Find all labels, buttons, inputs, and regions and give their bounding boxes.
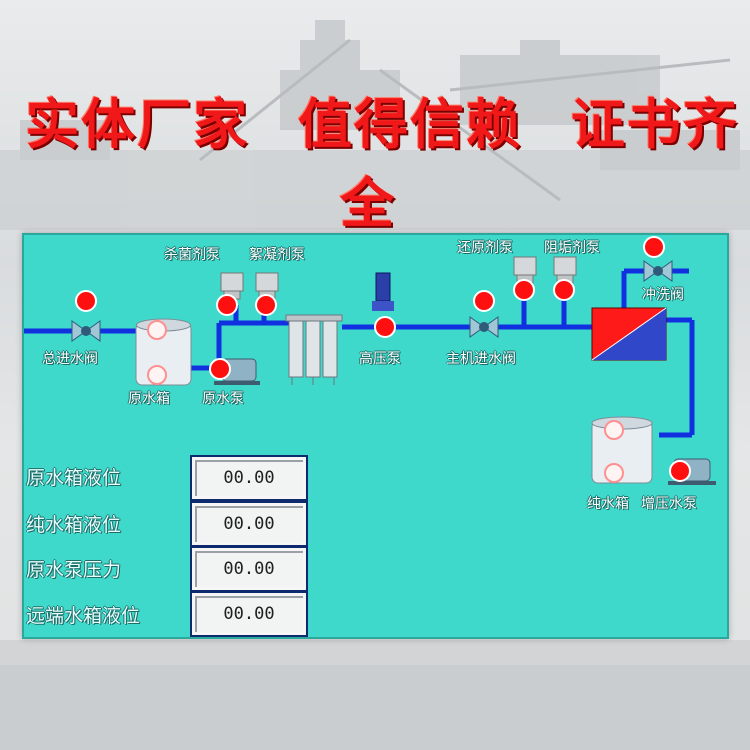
readout-label-raw-tank-level: 原水箱液位 <box>26 467 122 489</box>
readout-label-raw-pump-pressure: 原水泵压力 <box>26 559 122 581</box>
readout-label-pure-tank-level: 纯水箱液位 <box>26 514 122 536</box>
main-inlet-valve-indicator <box>75 290 97 312</box>
raw-water-pump-indicator <box>209 358 231 380</box>
host-inlet-valve-label: 主机进水阀 <box>446 351 516 367</box>
flush-valve-indicator <box>643 236 665 258</box>
main-inlet-valve-icon[interactable] <box>71 320 101 342</box>
readout-pure-tank-level: 00.00 <box>190 501 308 547</box>
main-inlet-valve-label: 总进水阀 <box>42 351 98 367</box>
flush-valve-label: 冲洗阀 <box>642 287 684 303</box>
sterilant-pump-indicator <box>216 294 238 316</box>
slogan-banner: 实体厂家 值得信赖 证书齐全 <box>0 80 750 238</box>
flocculant-pump-indicator <box>255 294 277 316</box>
sterilant-pump-label: 杀菌剂泵 <box>164 247 220 263</box>
reductant-pump-indicator <box>513 279 535 301</box>
reductant-pump-label: 还原剂泵 <box>457 240 513 256</box>
readout-remote-tank-level: 00.00 <box>190 591 308 637</box>
pure-water-tank-icon[interactable] <box>591 416 653 484</box>
scada-panel: 总进水阀 原水箱 原水泵 杀菌剂泵 絮凝剂泵 高压泵 主机进水阀 还原剂泵 阻垢… <box>22 233 729 639</box>
high-pressure-pump-indicator <box>374 316 396 338</box>
pure-water-tank-label: 纯水箱 <box>587 496 629 512</box>
reductant-pump-icon[interactable] <box>513 256 537 284</box>
scale-inhibitor-pump-label: 阻垢剂泵 <box>544 240 600 256</box>
readout-raw-pump-pressure: 00.00 <box>190 546 308 592</box>
flush-valve-icon[interactable] <box>643 260 673 282</box>
scale-inhibitor-pump-icon[interactable] <box>553 256 577 284</box>
scale-inhibitor-pump-indicator <box>553 279 575 301</box>
high-pressure-pump-icon[interactable] <box>372 272 394 311</box>
readout-label-remote-tank-level: 远端水箱液位 <box>26 605 141 627</box>
filter-bank-icon[interactable] <box>285 314 343 385</box>
ro-membrane-unit-icon[interactable] <box>591 307 667 361</box>
raw-water-tank-label: 原水箱 <box>128 391 170 407</box>
raw-water-pump-icon[interactable] <box>214 358 260 385</box>
slogan-1: 实体厂家 <box>25 93 250 156</box>
process-diagram <box>24 236 716 485</box>
readout-raw-tank-level: 00.00 <box>190 455 308 501</box>
booster-pump-indicator <box>669 460 691 482</box>
slogan-2: 值得信赖 <box>298 93 522 156</box>
booster-pump-label: 增压水泵 <box>641 496 697 512</box>
flocculant-pump-label: 絮凝剂泵 <box>249 247 305 263</box>
raw-water-pump-label: 原水泵 <box>202 391 244 407</box>
slogan-3: 证书齐全 <box>340 93 739 235</box>
raw-water-tank-icon[interactable] <box>135 318 192 386</box>
high-pressure-pump-label: 高压泵 <box>359 351 401 367</box>
host-inlet-valve-indicator <box>473 290 495 312</box>
host-inlet-valve-icon[interactable] <box>469 316 499 338</box>
